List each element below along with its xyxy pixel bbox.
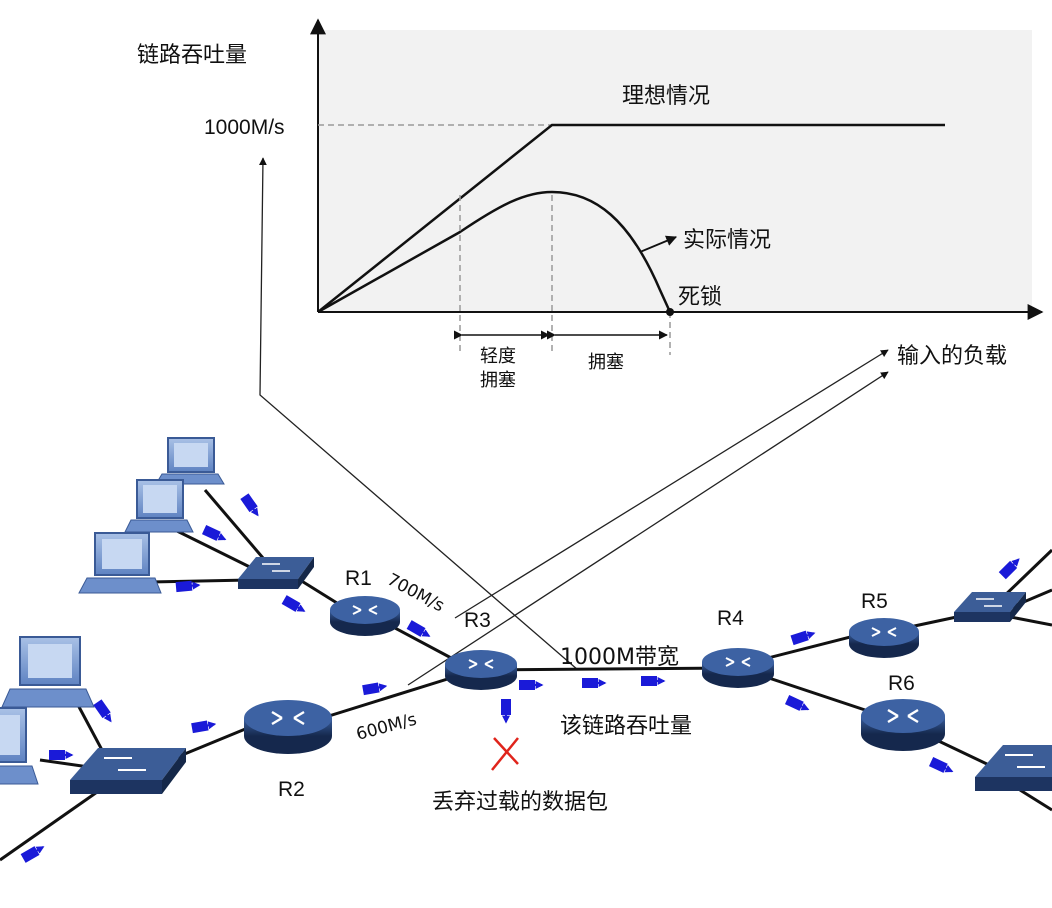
packet-icon — [175, 580, 201, 593]
switch-icon — [70, 748, 186, 794]
packet-icon — [519, 680, 544, 690]
congestion-label: 拥塞 — [588, 352, 624, 373]
packet-icon — [20, 846, 45, 863]
router-r1-icon — [330, 596, 400, 636]
router-label: R3 — [464, 609, 491, 632]
actual-curve — [317, 190, 672, 314]
packet-icon — [784, 695, 810, 711]
chart-background — [318, 30, 1032, 312]
router-r6-icon — [861, 699, 945, 751]
x-axis-label: 输入的负载 — [897, 344, 1007, 369]
packet-icon — [93, 699, 112, 723]
packet-icon — [191, 720, 217, 734]
link-r3-r4-label: 1000M带宽 — [560, 645, 679, 670]
drop-label: 丢弃过载的数据包 — [432, 790, 608, 815]
packet-icon — [281, 595, 306, 612]
router-label: R4 — [717, 607, 744, 630]
throughput-label: 该链路吞吐量 — [560, 714, 692, 739]
deadlock-point — [666, 308, 674, 316]
packet-icon — [998, 558, 1020, 580]
packet-icon — [201, 525, 227, 541]
y-axis-label: 链路吞吐量 — [137, 43, 247, 68]
packet-icon — [641, 676, 666, 686]
link-sw3-up — [998, 548, 1052, 602]
ideal-curve — [317, 123, 945, 313]
pc-icon — [124, 479, 194, 533]
packet-icon — [49, 750, 74, 760]
light-congestion-label-1: 轻度 — [480, 346, 516, 367]
link-sw2-bottom — [0, 788, 101, 862]
link-r3-r4 — [479, 666, 736, 672]
link-sw4-right — [1019, 788, 1052, 812]
pointer-lines — [259, 157, 889, 686]
packets — [20, 493, 1020, 863]
pc-icon — [78, 532, 162, 594]
packet-icon — [790, 630, 816, 646]
packet-icon — [406, 620, 431, 637]
router-r2-icon — [244, 700, 332, 754]
packet-icon — [501, 699, 511, 724]
router-label: R5 — [861, 590, 888, 613]
y-tick-label: 1000M/s — [204, 116, 285, 139]
load-pointer-600 — [407, 371, 889, 686]
throughput-chart: 链路吞吐量 1000M/s 理想情况 实际情况 死锁 轻度 拥塞 拥塞 输入的负… — [137, 18, 1044, 391]
router-r5-icon — [849, 618, 919, 658]
load-pointer-700 — [454, 349, 889, 619]
link-pc3-sw — [149, 578, 251, 584]
pc-icon — [0, 707, 39, 785]
switch-icon — [238, 557, 314, 589]
packet-icon — [582, 678, 607, 688]
router-label: R6 — [888, 672, 915, 695]
packet-icon — [928, 757, 954, 773]
router-r3-icon — [445, 650, 517, 690]
light-congestion-label-2: 拥塞 — [480, 370, 516, 391]
switch-icon — [975, 745, 1052, 791]
actual-label: 实际情况 — [683, 228, 771, 253]
pc-icon — [1, 636, 95, 708]
ideal-label: 理想情况 — [622, 84, 710, 109]
router-label: R1 — [345, 567, 372, 590]
actual-pointer — [639, 235, 677, 253]
throughput-pointer — [259, 157, 579, 671]
router-label: R2 — [278, 778, 305, 801]
switch-icon — [954, 592, 1026, 622]
drop-x-icon — [491, 737, 519, 771]
router-r4-icon — [702, 648, 774, 688]
pc-icon — [155, 437, 225, 485]
packet-icon — [240, 493, 259, 517]
link-r2-r3-label: 600M/s — [354, 710, 419, 745]
deadlock-label: 死锁 — [678, 285, 722, 310]
packet-icon — [362, 682, 388, 696]
